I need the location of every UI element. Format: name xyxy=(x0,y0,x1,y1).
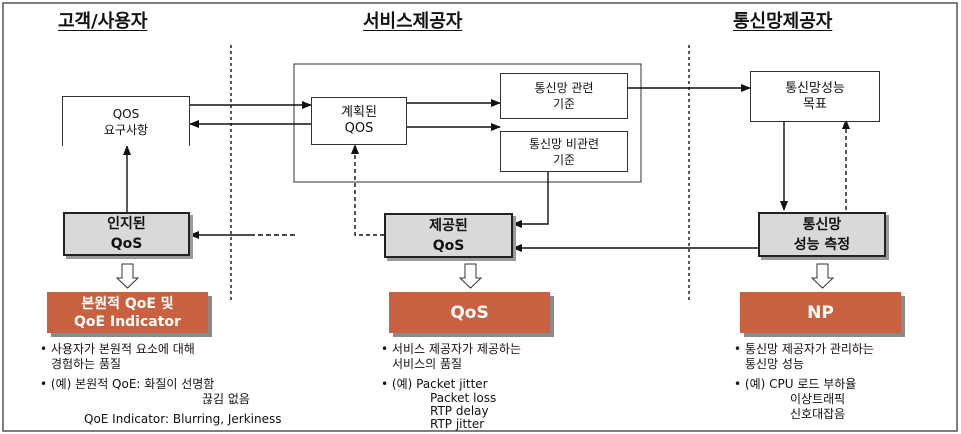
hollow-arrow-qoe xyxy=(115,263,140,289)
notes-network-bullet2-line3: 신호대잡음 xyxy=(790,407,846,421)
result-box-qoe-line2: QoE Indicator xyxy=(74,313,181,330)
notes-customer-bullet1-line2: 경험하는 품질 xyxy=(51,357,122,371)
notes-customer-extra: QoE Indicator: Blurring, Jerkiness xyxy=(84,412,282,426)
notes-customer-bullet1-line1: • 사용자가 본원적 요소에 대해 xyxy=(40,342,195,356)
notes-provider-bullet2-line3: RTP delay xyxy=(430,404,489,418)
hollow-arrow-qos xyxy=(458,263,483,289)
box-perceived-qos-line1: 인지된 xyxy=(107,216,146,232)
notes-provider-bullet1-line2: 서비스의 품질 xyxy=(392,357,463,371)
box-network-perf-measure-line2: 성능 측정 xyxy=(793,236,851,253)
box-network-perf-target-line1: 통신망성능 xyxy=(785,80,845,96)
box-qos-requirements-line2: 요구사항 xyxy=(103,122,149,137)
box-qos-requirements-line1: QOS xyxy=(112,106,140,121)
notes-network: • 통신망 제공자가 관리하는 통신망 성능 • (예) CPU 로드 부하율 … xyxy=(734,342,874,422)
notes-customer-bullet2-line1: • (예) 본원적 QoE: 화질이 선명함 xyxy=(40,377,215,391)
result-box-qoe: 본원적 QoE 및 QoE Indicator xyxy=(47,292,208,333)
box-offered-qos-line1: 제공된 xyxy=(429,217,468,234)
notes-provider-bullet2-line4: RTP jitter xyxy=(430,417,485,431)
notes-provider-bullet2-line2: Packet loss xyxy=(430,391,497,405)
notes-network-bullet1-line1: • 통신망 제공자가 관리하는 xyxy=(734,342,874,356)
box-network-related-line2: 기준 xyxy=(552,97,576,111)
hollow-arrow-np xyxy=(810,263,835,289)
box-planned-qos: 계획된 QOS xyxy=(311,97,407,145)
box-network-related: 통신망 관련 기준 xyxy=(500,73,628,119)
arrow-unrelated-to-offered xyxy=(512,172,549,228)
header-provider: 서비스제공자 xyxy=(363,11,463,32)
result-box-qoe-line1: 본원적 QoE 및 xyxy=(81,295,174,312)
notes-provider-bullet2-line1: • (예) Packet jitter xyxy=(381,377,488,391)
notes-provider-bullet1-line1: • 서비스 제공자가 제공하는 xyxy=(381,342,521,356)
notes-customer: • 사용자가 본원적 요소에 대해 경험하는 품질 • (예) 본원적 QoE:… xyxy=(40,342,282,427)
notes-network-bullet1-line2: 통신망 성능 xyxy=(745,357,805,371)
box-network-perf-measure-line1: 통신망 xyxy=(802,216,842,233)
box-perceived-qos-line2: QoS xyxy=(110,236,143,252)
box-network-perf-measure: 통신망 성능 측정 xyxy=(758,212,886,257)
arrow-offered-to-planned xyxy=(351,144,384,236)
box-planned-qos-line1: 계획된 xyxy=(341,105,377,120)
box-network-related-line1: 통신망 관련 xyxy=(534,81,594,95)
box-network-unrelated-line1: 통신망 비관련 xyxy=(528,136,600,151)
box-network-perf-target-line2: 목표 xyxy=(803,96,827,112)
box-qos-requirements: QOS 요구사항 xyxy=(62,96,190,146)
provider-container xyxy=(293,63,642,183)
box-perceived-qos: 인지된 QoS xyxy=(63,212,190,256)
box-network-unrelated-line2: 기준 xyxy=(552,152,576,167)
box-planned-qos-line2: QOS xyxy=(344,121,374,136)
notes-network-bullet2-line1: • (예) CPU 로드 부하율 xyxy=(734,377,857,391)
box-offered-qos-line2: QoS xyxy=(432,237,465,254)
result-box-np-label: NP xyxy=(807,302,834,323)
notes-provider: • 서비스 제공자가 제공하는 서비스의 품질 • (예) Packet jit… xyxy=(381,342,521,431)
notes-network-bullet2-line2: 이상트래픽 xyxy=(790,392,846,406)
box-offered-qos: 제공된 QoS xyxy=(384,213,513,258)
result-box-qos: QoS xyxy=(389,292,550,333)
header-network: 통신망제공자 xyxy=(733,11,833,32)
box-network-perf-target: 통신망성능 목표 xyxy=(750,71,880,122)
notes-customer-bullet2-line2: 끊김 없음 xyxy=(202,392,250,406)
result-box-np: NP xyxy=(740,292,901,333)
box-network-unrelated: 통신망 비관련 기준 xyxy=(500,131,628,172)
header-customer: 고객/사용자 xyxy=(58,11,148,32)
result-box-qos-label: QoS xyxy=(450,302,489,323)
